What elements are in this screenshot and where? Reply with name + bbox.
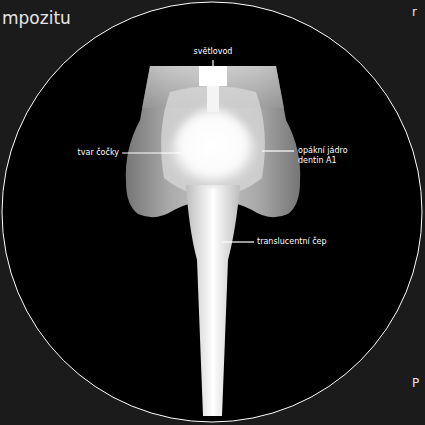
- part-label: opákní jádro dentin A1: [298, 146, 360, 166]
- part-label: translucentní čep: [257, 237, 327, 247]
- frame-circle: [2, 2, 422, 422]
- text-fragment: P: [412, 376, 419, 390]
- text-fragment: r: [412, 5, 417, 19]
- light-guide-shaft: [207, 86, 219, 112]
- leader-line: [212, 60, 213, 84]
- leader-line: [222, 241, 254, 242]
- leader-lines: [122, 60, 294, 242]
- part-label: tvar čočky: [78, 148, 119, 158]
- translucent-post: [186, 185, 240, 416]
- lens-shape: [168, 104, 258, 186]
- leader-line: [262, 150, 294, 151]
- heading-fragment: mpozitu: [2, 8, 71, 28]
- opaque-core: [161, 86, 265, 196]
- leader-line: [122, 152, 182, 153]
- part-label: světlovod: [194, 47, 233, 57]
